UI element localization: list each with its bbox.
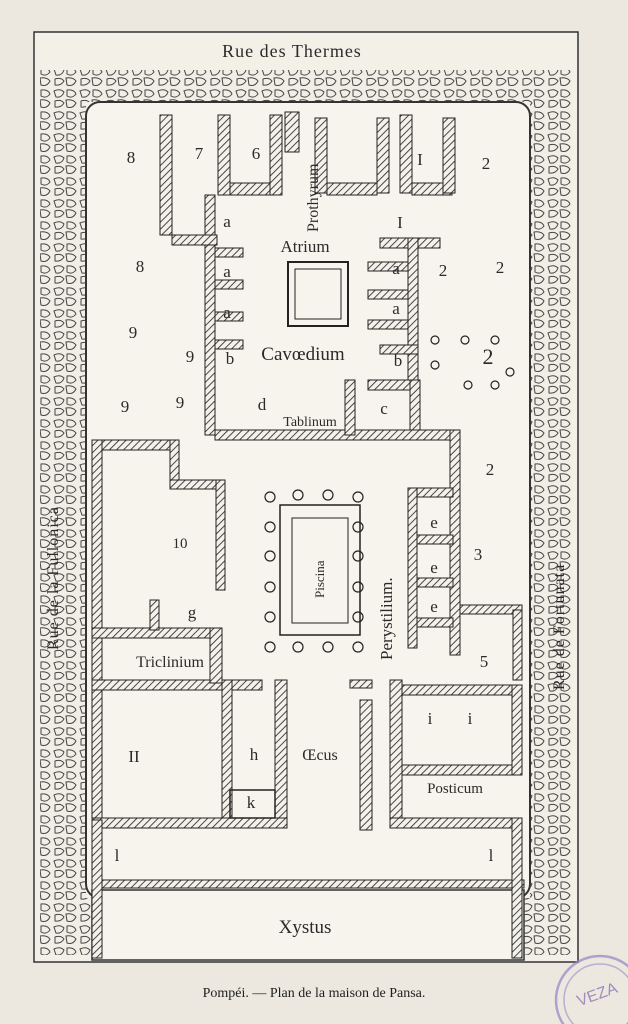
room-mark: k bbox=[247, 793, 256, 812]
room-prothyrum: Prothyrum bbox=[305, 163, 322, 232]
room-mark: e bbox=[430, 558, 438, 577]
library-stamp: VEZA bbox=[554, 954, 628, 1024]
room-mark: 7 bbox=[195, 144, 204, 163]
room-mark: 2 bbox=[486, 460, 495, 479]
room-mark: e bbox=[430, 513, 438, 532]
room-mark: 8 bbox=[136, 257, 145, 276]
room-mark: 5 bbox=[480, 652, 489, 671]
room-mark: 9 bbox=[121, 397, 130, 416]
room-mark: i bbox=[468, 709, 473, 728]
room-piscina: Piscina bbox=[312, 560, 327, 598]
room-mark: 2 bbox=[439, 261, 448, 280]
room-atrium: Atrium bbox=[280, 237, 329, 256]
room-mark: II bbox=[128, 747, 140, 766]
room-mark: a bbox=[223, 303, 231, 322]
room-oecus: Œcus bbox=[302, 747, 338, 764]
room-mark: a bbox=[392, 259, 400, 278]
room-mark: 9 bbox=[186, 347, 195, 366]
room-xystus: Xystus bbox=[279, 917, 332, 938]
room-mark: g bbox=[188, 603, 197, 622]
street-right-label: Rue de Fortunata bbox=[551, 564, 568, 690]
room-triclinium: Triclinium bbox=[136, 654, 204, 671]
room-mark: 10 bbox=[173, 536, 188, 552]
room-mark: c bbox=[380, 399, 388, 418]
room-mark: b bbox=[226, 349, 235, 368]
room-mark: 8 bbox=[127, 148, 136, 167]
room-tablinum: Tablinum bbox=[283, 415, 337, 430]
room-mark: e bbox=[430, 597, 438, 616]
room-mark: a bbox=[223, 262, 231, 281]
street-left-label: Rue de la Fullonica bbox=[45, 506, 62, 650]
room-mark: a bbox=[223, 212, 231, 231]
room-perystilium: Perystilium. bbox=[377, 577, 396, 660]
walls bbox=[91, 111, 525, 959]
room-mark: 2 bbox=[483, 344, 494, 369]
room-mark: d bbox=[258, 395, 267, 414]
room-mark: I bbox=[417, 150, 423, 169]
room-mark: l bbox=[489, 846, 494, 865]
room-mark: I bbox=[397, 213, 403, 232]
room-mark: h bbox=[250, 745, 259, 764]
piscina-inner bbox=[291, 517, 349, 624]
piscina-outer bbox=[279, 504, 361, 636]
room-mark: 2 bbox=[482, 154, 491, 173]
room-mark: 3 bbox=[474, 545, 483, 564]
room-mark: a bbox=[392, 299, 400, 318]
room-mark: b bbox=[394, 351, 403, 370]
room-posticum: Posticum bbox=[427, 781, 483, 797]
room-mark: 2 bbox=[496, 258, 505, 277]
room-mark: 9 bbox=[176, 393, 185, 412]
impluvium-inner bbox=[294, 268, 342, 320]
room-cavaedium: Cavœdium bbox=[261, 344, 345, 365]
room-mark: i bbox=[428, 709, 433, 728]
peristyle-columns bbox=[264, 335, 515, 653]
street-top-label: Rue des Thermes bbox=[222, 41, 362, 61]
impluvium-basin bbox=[287, 261, 349, 327]
plate-caption: Pompéi. — Plan de la maison de Pansa. bbox=[202, 986, 426, 1001]
room-mark: 6 bbox=[252, 144, 261, 163]
room-mark: l bbox=[115, 846, 120, 865]
room-k-box bbox=[229, 789, 276, 819]
room-mark: 9 bbox=[129, 323, 138, 342]
